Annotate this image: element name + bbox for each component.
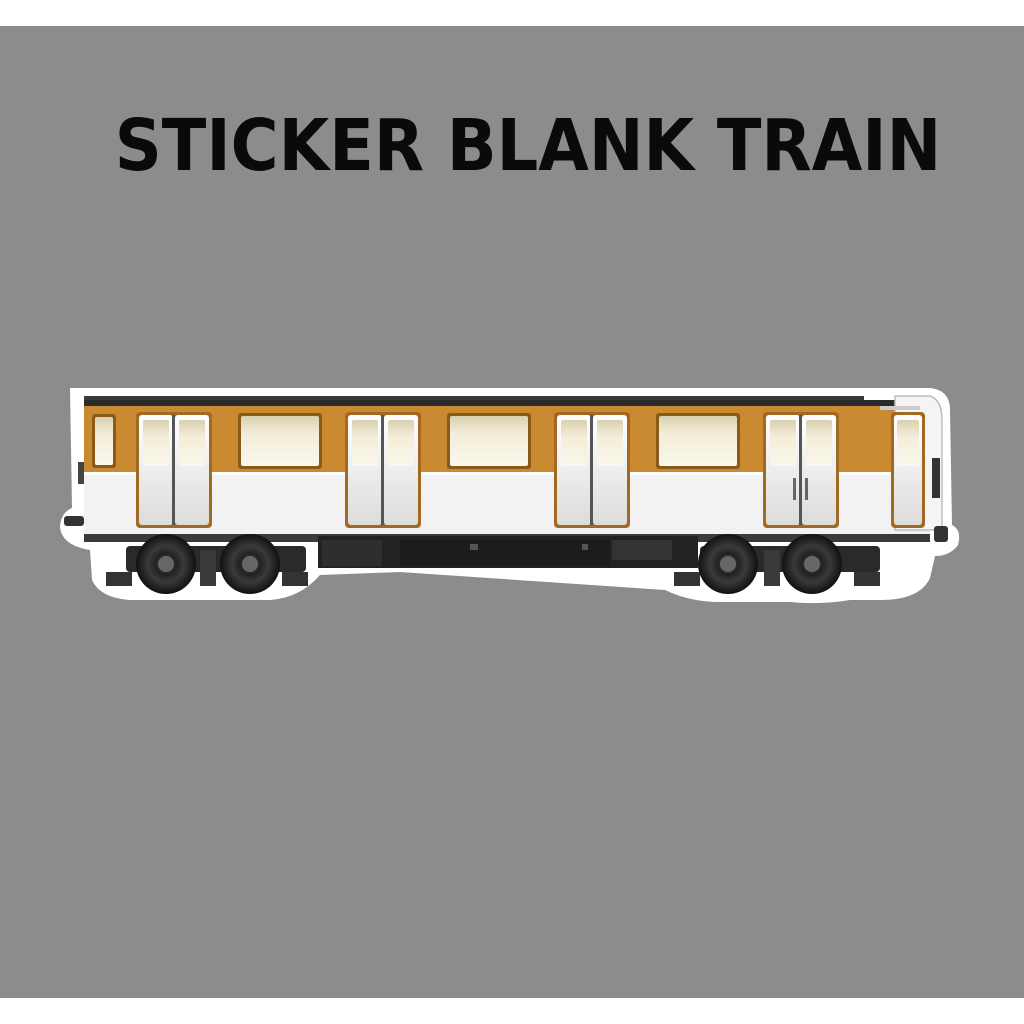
door-pair-3	[554, 412, 630, 528]
door-pair-2	[345, 412, 421, 528]
window-1	[238, 413, 322, 469]
window-2	[447, 413, 531, 469]
page-title: STICKER BLANK TRAIN	[114, 104, 942, 187]
wheel-3	[698, 534, 758, 594]
door-pair-4	[763, 412, 839, 528]
wheel-2	[220, 534, 280, 594]
wheel-4	[782, 534, 842, 594]
door-pair-1	[136, 412, 212, 528]
window-3	[656, 413, 740, 469]
wheel-1	[136, 534, 196, 594]
window-end-left	[92, 414, 116, 468]
cab-door	[891, 412, 925, 528]
